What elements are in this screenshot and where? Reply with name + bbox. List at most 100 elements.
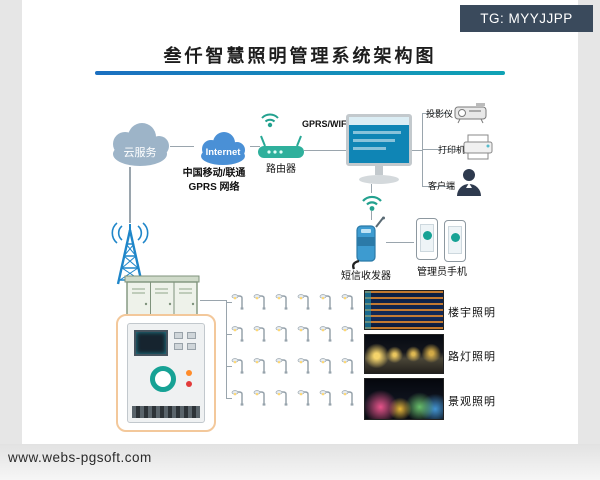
cloud-service-label: 云服务 — [123, 147, 157, 159]
connector-line — [250, 146, 260, 147]
monitor-neck — [375, 166, 383, 175]
street-lights-field — [230, 294, 370, 412]
client-label: 客户端 — [428, 181, 456, 191]
internet-label: Internet — [205, 147, 241, 158]
street-light-icon — [297, 294, 311, 310]
controller-panel-frame — [116, 314, 216, 432]
power-cabinet-icon — [124, 275, 200, 325]
street-light-icon — [253, 294, 267, 310]
building-lighting-label: 楼宇照明 — [448, 307, 496, 319]
projector-icon — [454, 103, 487, 124]
client-person-icon — [457, 169, 481, 196]
street-light-row — [230, 294, 358, 310]
router-node: 路由器 — [256, 108, 308, 176]
printer-icon — [463, 134, 493, 160]
street-light-icon — [275, 390, 289, 406]
wifi-signal-icon — [261, 113, 279, 128]
street-light-icon — [319, 390, 333, 406]
admin-phones-label: 管理员手机 — [417, 267, 467, 278]
street-light-icon — [275, 358, 289, 374]
monitor-base — [359, 175, 399, 184]
admin-phones-node — [414, 218, 470, 264]
building-lighting-photo — [364, 290, 444, 330]
street-light-icon — [231, 294, 245, 310]
carrier-line: 中国移动/联通 — [182, 168, 246, 179]
connector-line — [304, 150, 348, 151]
street-light-icon — [297, 358, 311, 374]
street-light-icon — [231, 358, 245, 374]
connector-line — [226, 300, 227, 398]
page-title: 叁仟智慧照明管理系统架构图 — [163, 46, 437, 66]
connector-line — [422, 113, 423, 187]
tg-badge: TG: MYYJJPP — [460, 5, 593, 32]
street-light-icon — [319, 358, 333, 374]
internet-cloud-icon — [201, 132, 245, 165]
phone-icon — [444, 220, 466, 262]
printer-label: 打印机 — [438, 145, 466, 155]
street-light-icon — [319, 326, 333, 342]
street-light-icon — [297, 326, 311, 342]
title-underline — [95, 71, 505, 75]
cloud-service-node: 云服务 — [104, 118, 176, 168]
controller-button — [174, 343, 183, 350]
power-cabinet-node — [124, 274, 200, 326]
street-light-icon — [341, 326, 355, 342]
street-light-row — [230, 358, 358, 374]
connector-line — [422, 149, 460, 150]
street-light-icon — [319, 294, 333, 310]
status-led — [186, 381, 192, 387]
connector-line — [226, 302, 232, 303]
street-light-icon — [253, 358, 267, 374]
controller-button — [187, 343, 196, 350]
connector-line — [422, 113, 452, 114]
street-lighting-label: 路灯照明 — [448, 351, 496, 363]
network-line: GPRS 网络 — [188, 182, 240, 193]
monitor-screen — [346, 114, 412, 166]
street-light-icon — [275, 294, 289, 310]
wifi-icon — [362, 195, 382, 211]
router-icon — [258, 135, 304, 158]
status-led — [186, 370, 192, 376]
connector-line — [371, 184, 372, 193]
street-light-icon — [231, 326, 245, 342]
connector-line — [371, 211, 372, 220]
sms-transceiver-label: 短信收发器 — [341, 271, 391, 282]
watermark-url: www.webs-pgsoft.com — [8, 450, 152, 465]
controller-button — [174, 332, 183, 339]
projector-label: 投影仪 — [426, 109, 454, 119]
connector-line — [200, 300, 226, 301]
router-label: 路由器 — [266, 164, 296, 175]
street-light-icon — [253, 390, 267, 406]
street-lighting-photo — [364, 334, 444, 374]
street-light-icon — [341, 358, 355, 374]
lighting-controller-device — [127, 323, 205, 423]
network-label: 中国移动/联通 GPRS 网络 — [166, 167, 262, 195]
signal-tower-icon — [111, 222, 149, 285]
terminal-strip — [132, 406, 200, 418]
signal-tower-node — [102, 222, 158, 288]
street-light-icon — [297, 390, 311, 406]
connector-line — [386, 242, 414, 243]
connector-line — [226, 398, 232, 399]
phone-icon — [416, 218, 438, 260]
connector-line — [422, 186, 454, 187]
footer-bar: www.webs-pgsoft.com — [0, 444, 600, 480]
street-light-icon — [341, 294, 355, 310]
street-light-icon — [341, 390, 355, 406]
connector-line — [129, 167, 131, 223]
controller-screen — [134, 330, 168, 356]
gprs-wifi-label: GPRS/WIFI — [302, 119, 349, 129]
sms-transceiver-node — [346, 216, 386, 270]
connector-line — [226, 334, 232, 335]
street-light-row — [230, 326, 358, 342]
brand-logo — [150, 366, 176, 392]
street-light-row — [230, 390, 358, 406]
street-light-icon — [253, 326, 267, 342]
street-light-icon — [275, 326, 289, 342]
monitor-node — [346, 114, 412, 188]
cloud-icon — [113, 123, 169, 166]
controller-button — [187, 332, 196, 339]
connector-line — [412, 150, 422, 151]
connector-line — [226, 366, 232, 367]
